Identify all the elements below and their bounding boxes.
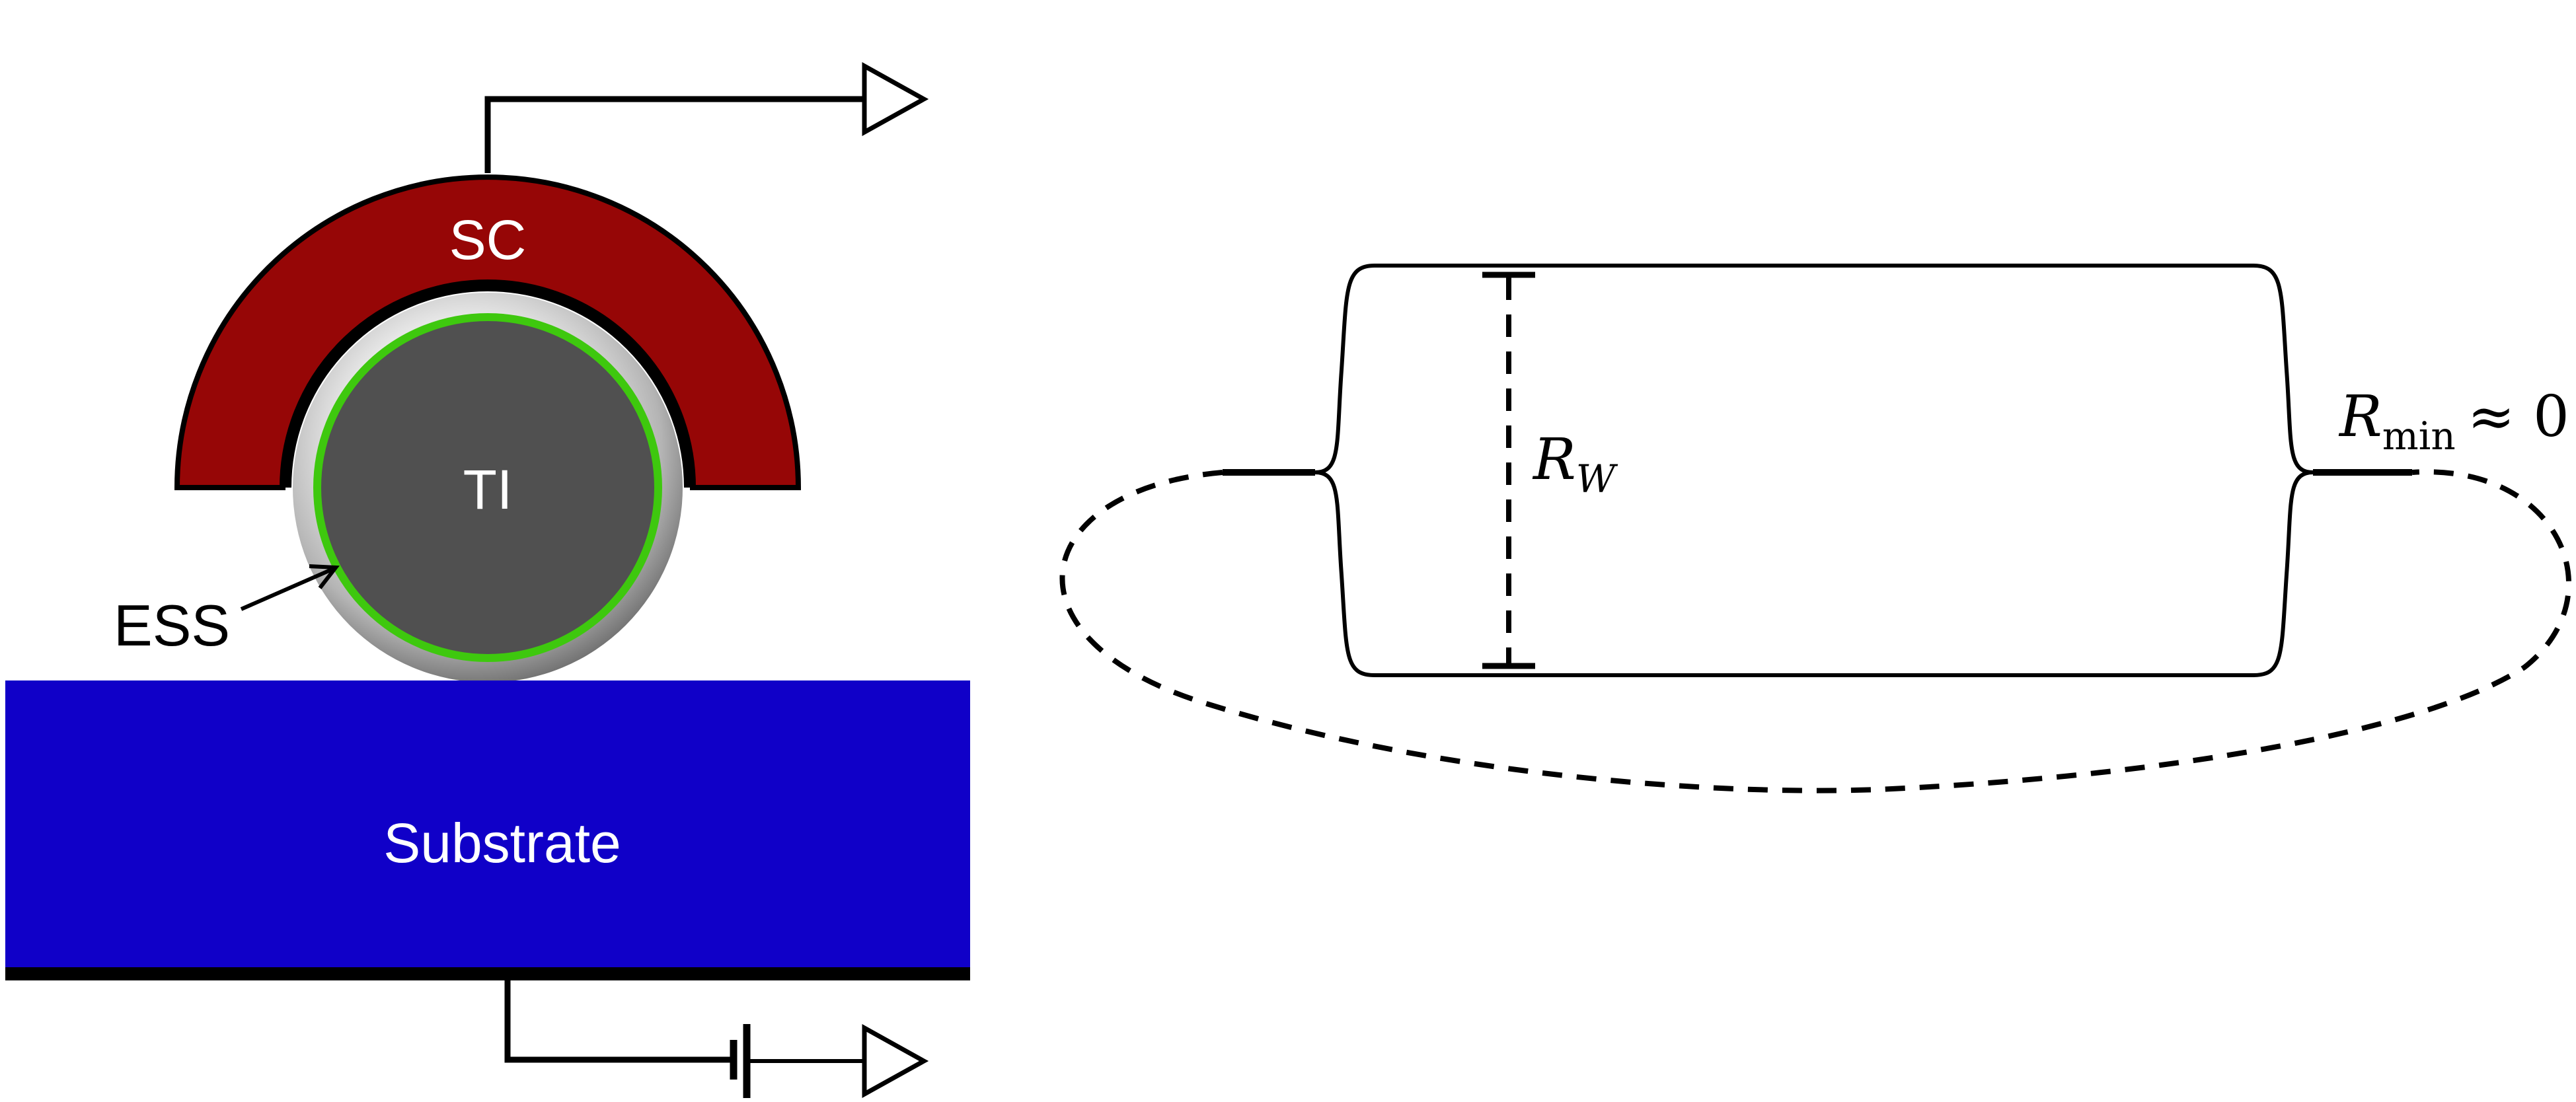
upper-branch	[1223, 264, 2314, 474]
dashed-return-loop	[1059, 469, 2572, 793]
ess-pointer-arrowhead	[309, 564, 340, 589]
rw-label: RW	[1532, 427, 1618, 501]
resistance-loop-diagram: RW Rmin≈ 0	[1059, 264, 2572, 793]
ti-label: TI	[463, 459, 513, 521]
top-lead-wire	[484, 96, 864, 173]
topological-insulator-core	[317, 317, 658, 658]
top-output-triangle	[862, 62, 929, 136]
sc-label: SC	[449, 209, 527, 271]
ess-surface-ring	[313, 313, 662, 662]
ess-label: ESS	[114, 593, 230, 658]
superconductor-inner-edge	[280, 279, 696, 488]
substrate-block	[5, 680, 970, 971]
rmin-label: Rmin≈ 0	[2338, 384, 2569, 459]
device-schematic: SC TI ESS Substrate	[5, 62, 970, 1098]
substrate-label: Substrate	[383, 812, 621, 874]
lower-branch	[1314, 470, 2314, 677]
bottom-output-triangle	[862, 1024, 929, 1098]
ess-pointer-line	[240, 568, 333, 611]
bottom-lead-wire	[504, 980, 732, 1063]
